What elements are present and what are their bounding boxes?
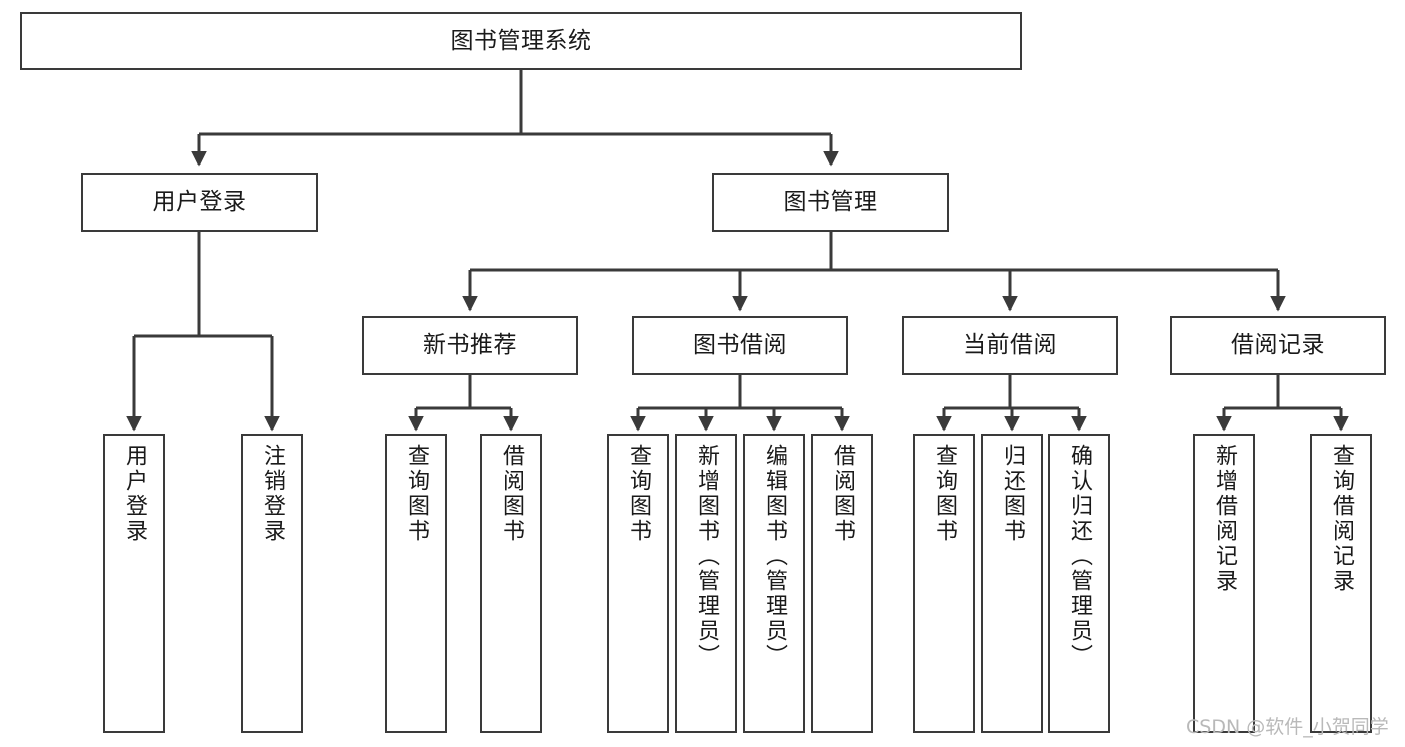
node-label: 查询图书 bbox=[932, 444, 957, 544]
node-label: 用户登录 bbox=[122, 444, 147, 544]
node-label: 新增借阅记录 bbox=[1212, 444, 1237, 594]
node-label: 查询图书 bbox=[626, 444, 651, 544]
leaf-new-book-query[interactable]: 查询图书 bbox=[385, 434, 447, 733]
node-new-book-recommend[interactable]: 新书推荐 bbox=[362, 316, 578, 375]
node-label: 借阅图书 bbox=[499, 444, 524, 544]
leaf-book-borrow-query[interactable]: 查询图书 bbox=[607, 434, 669, 733]
node-label: 借阅记录 bbox=[1231, 332, 1325, 359]
node-label: 图书管理系统 bbox=[450, 27, 592, 54]
node-label: 图书管理 bbox=[783, 189, 878, 216]
leaf-book-borrow-edit[interactable]: 编辑图书（管理员） bbox=[743, 434, 805, 733]
node-label: 新增图书（管理员） bbox=[694, 444, 719, 669]
leaf-borrow-record-add[interactable]: 新增借阅记录 bbox=[1193, 434, 1255, 733]
node-book-management[interactable]: 图书管理 bbox=[712, 173, 949, 232]
node-current-borrow[interactable]: 当前借阅 bbox=[902, 316, 1118, 375]
node-label: 借阅图书 bbox=[830, 444, 855, 544]
node-label: 查询图书 bbox=[404, 444, 429, 544]
node-book-borrow[interactable]: 图书借阅 bbox=[632, 316, 848, 375]
node-user-login[interactable]: 用户登录 bbox=[81, 173, 318, 232]
node-label: 注销登录 bbox=[260, 444, 285, 544]
node-borrow-record[interactable]: 借阅记录 bbox=[1170, 316, 1386, 375]
node-label: 确认归还（管理员） bbox=[1067, 444, 1092, 669]
csdn-watermark: CSDN @软件_小贺同学 bbox=[1186, 716, 1389, 738]
leaf-book-borrow-add[interactable]: 新增图书（管理员） bbox=[675, 434, 737, 733]
node-root-system[interactable]: 图书管理系统 bbox=[20, 12, 1022, 70]
leaf-book-borrow-lend[interactable]: 借阅图书 bbox=[811, 434, 873, 733]
leaf-user-login-logout[interactable]: 注销登录 bbox=[241, 434, 303, 733]
leaf-current-borrow-confirm[interactable]: 确认归还（管理员） bbox=[1048, 434, 1110, 733]
node-label: 归还图书 bbox=[1000, 444, 1025, 544]
leaf-borrow-record-query[interactable]: 查询借阅记录 bbox=[1310, 434, 1372, 733]
leaf-current-borrow-query[interactable]: 查询图书 bbox=[913, 434, 975, 733]
node-label: 编辑图书（管理员） bbox=[762, 444, 787, 669]
node-label: 图书借阅 bbox=[693, 332, 787, 359]
node-label: 新书推荐 bbox=[423, 332, 517, 359]
node-label: 当前借阅 bbox=[963, 332, 1057, 359]
leaf-user-login-login[interactable]: 用户登录 bbox=[103, 434, 165, 733]
leaf-new-book-borrow[interactable]: 借阅图书 bbox=[480, 434, 542, 733]
node-label: 查询借阅记录 bbox=[1329, 444, 1354, 594]
leaf-current-borrow-return[interactable]: 归还图书 bbox=[981, 434, 1043, 733]
node-label: 用户登录 bbox=[152, 189, 247, 216]
